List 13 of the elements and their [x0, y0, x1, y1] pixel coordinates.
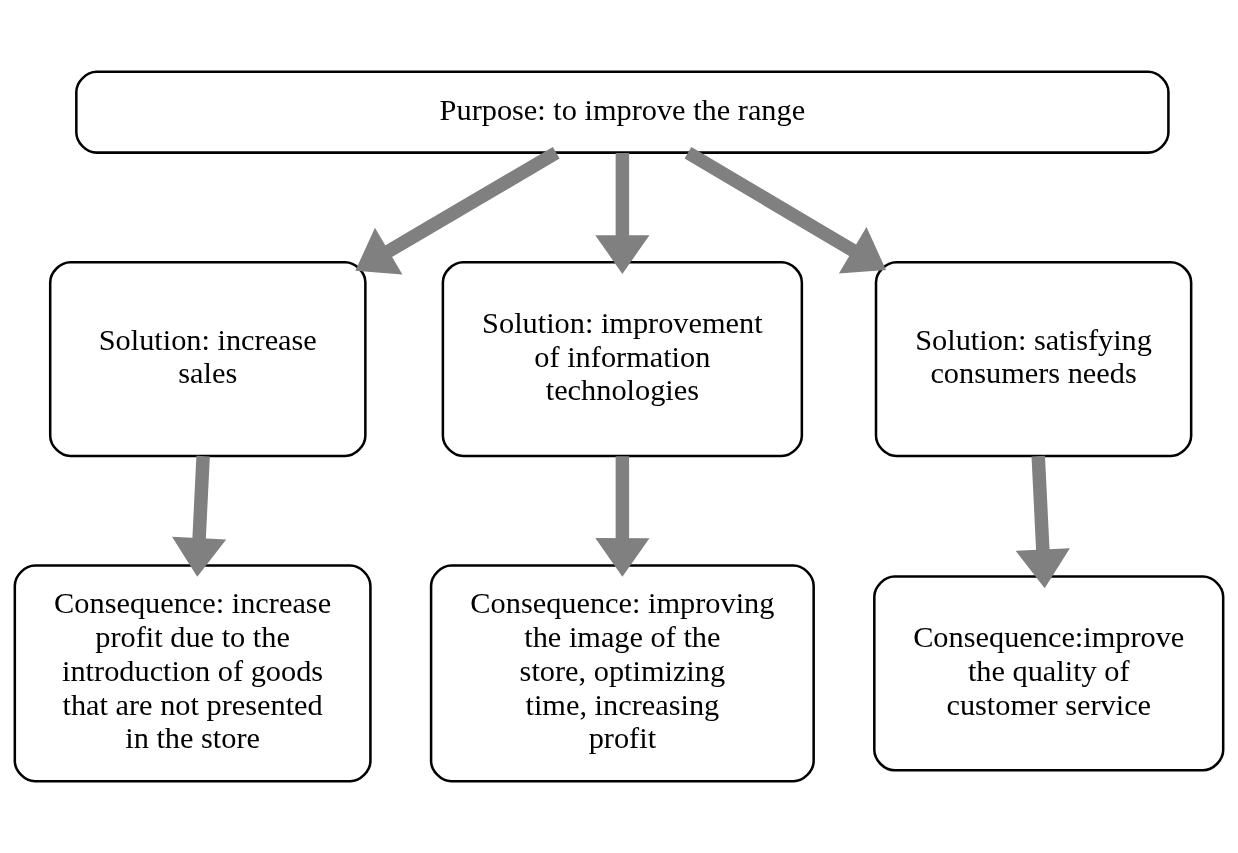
- node-box: Purpose: to improve the range: [75, 70, 1170, 154]
- arrow: [595, 153, 650, 274]
- arrow: [172, 455, 227, 577]
- arrow: [355, 146, 560, 275]
- node-box: Consequence:improve the quality of customer service: [873, 575, 1225, 772]
- node-box: Solution: satisfying consumers needs: [874, 260, 1193, 458]
- arrow: [1015, 455, 1070, 589]
- node-box: Consequence: improving the image of the store, optimizing time, increasing profit: [429, 564, 815, 783]
- node-box: Consequence: increase profit due to the introduction of goods that are not presented in the store: [13, 564, 372, 783]
- arrow: [595, 456, 650, 577]
- node-box: Solution: increase sales: [48, 260, 367, 458]
- node-box: Solution: improvement of information technologies: [441, 260, 804, 458]
- arrow: [684, 146, 886, 274]
